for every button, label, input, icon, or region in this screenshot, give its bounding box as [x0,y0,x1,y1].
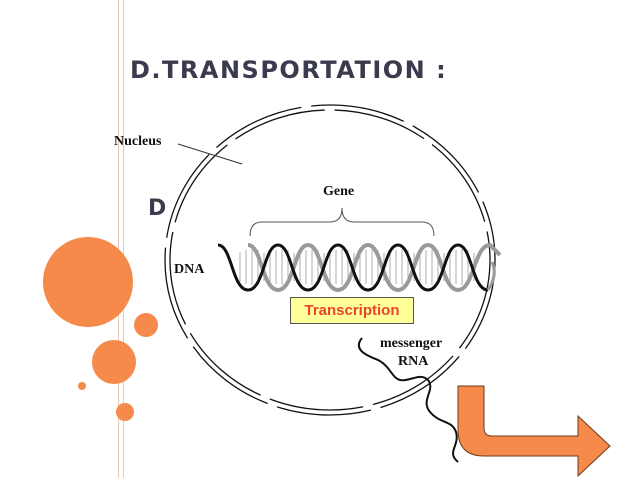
decor-circle-medium-1 [134,313,158,337]
gene-brace [249,207,435,237]
dna-label: DNA [174,262,205,277]
dna-helix [217,242,502,293]
nucleus-envelope [164,104,496,416]
bullet-letter: D [148,196,167,221]
decor-circle-small-2 [78,382,86,390]
nucleus-inner [169,109,491,411]
decor-circle-medium-2 [92,340,136,384]
mrna-label-line2: RNA [398,354,429,369]
dna-strand-gray [247,242,502,293]
margin-rule-2 [123,0,124,478]
gene-label: Gene [323,184,355,199]
margin-rule-1 [118,0,119,478]
mrna-label-line1: messenger [380,336,443,351]
nucleus-outer [164,104,496,416]
nucleus-pointer [177,143,243,165]
slide-title: D.TRANSPORTATION : [130,56,448,84]
decorative-circles [43,237,158,421]
dna-strand-black [217,243,489,292]
decor-circle-small-1 [116,403,134,421]
dna-end-gray [486,261,496,291]
decor-circle-large [43,237,133,327]
mrna-strand [357,337,459,463]
curved-right-arrow-icon [457,385,611,478]
nucleus-label: Nucleus [114,134,162,149]
transcription-box: Transcription [290,297,414,324]
